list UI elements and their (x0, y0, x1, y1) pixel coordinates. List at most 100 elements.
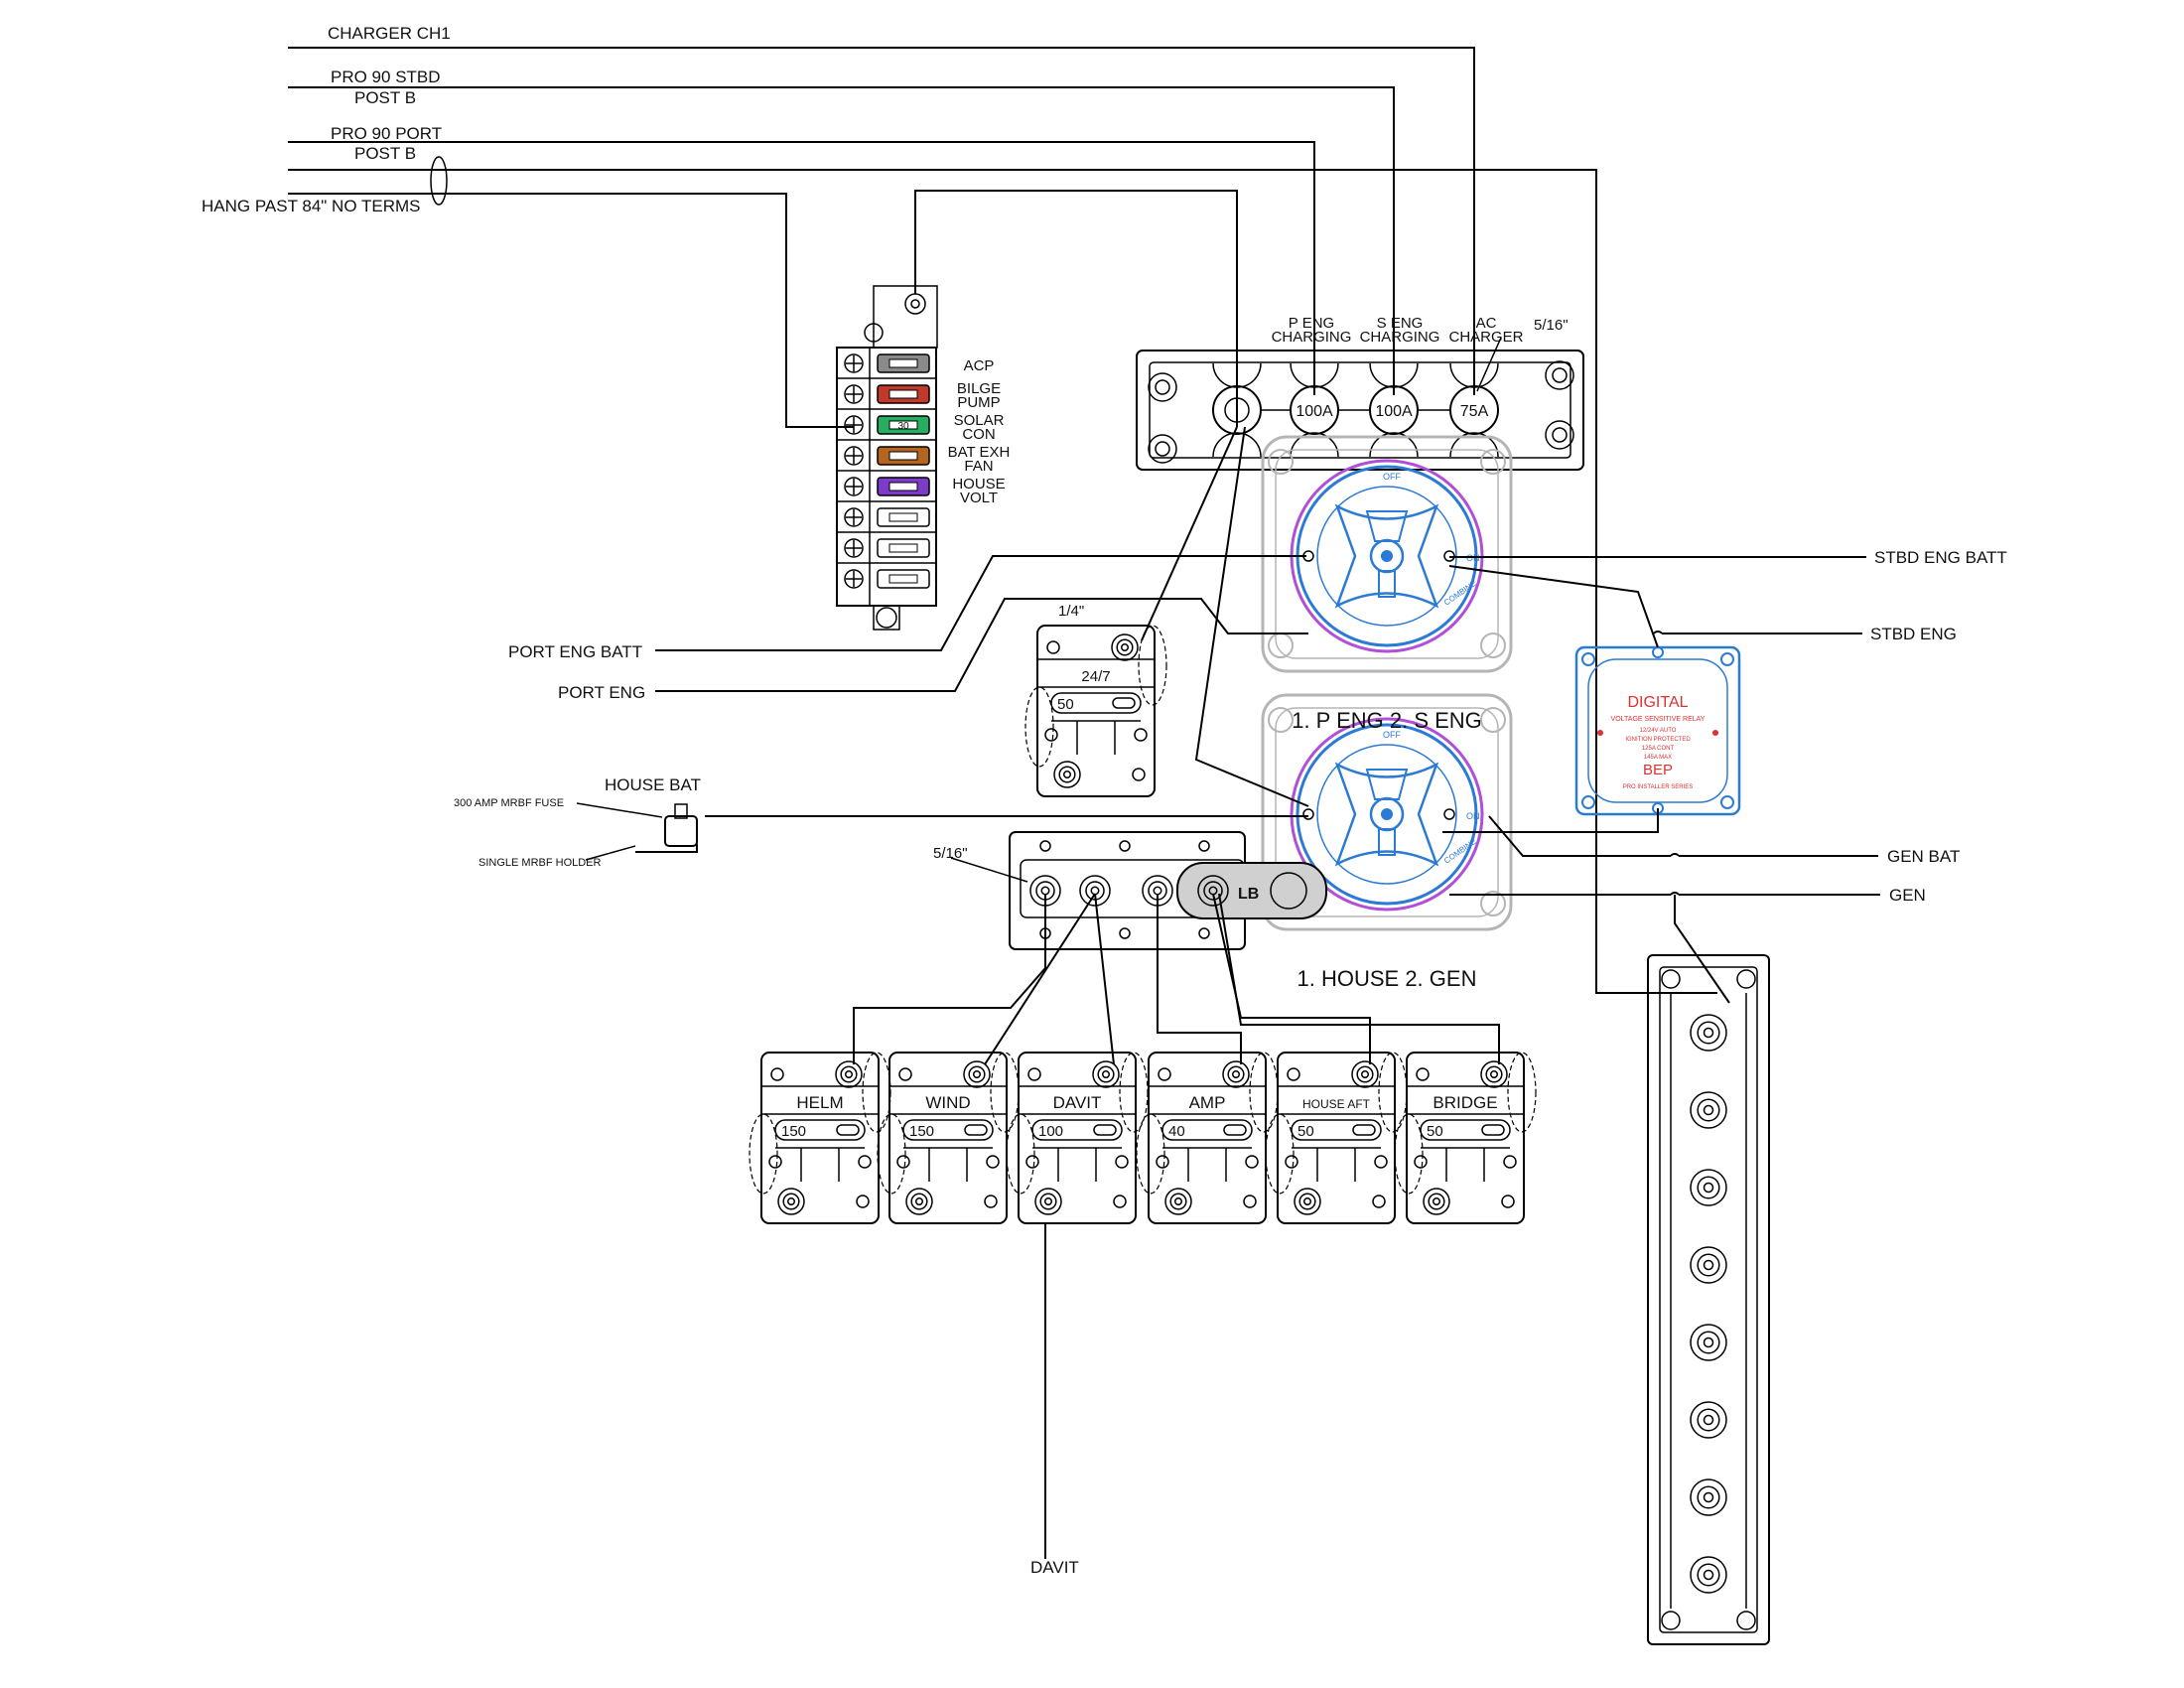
fuse-slot[interactable] (844, 569, 930, 589)
switch-off-label: OFF (1383, 472, 1401, 482)
bolt-stud-icon (1053, 761, 1081, 788)
breaker-house-aft[interactable]: HOUSE AFT 50 (1265, 1052, 1408, 1224)
fuse-label-batexh-2: FAN (964, 458, 993, 475)
screw-icon (844, 353, 864, 373)
wire-label-port-eng-batt: PORT ENG BATT (508, 642, 642, 661)
breaker-label: BRIDGE (1433, 1093, 1497, 1112)
breaker-lever[interactable] (1161, 1119, 1253, 1141)
breaker-label: HOUSE AFT (1302, 1097, 1371, 1111)
wire-label-port-eng: PORT ENG (558, 683, 645, 702)
switch-caption-top: 1. P ENG 2. S ENG (1292, 708, 1482, 733)
screw-icon (844, 446, 864, 466)
breaker-rating: 50 (1297, 1123, 1314, 1140)
fuse-value: 30 (897, 421, 909, 432)
negative-busbar (1647, 954, 1770, 1645)
wire-pro90-stbd (288, 86, 1395, 395)
panel-fuse-slot[interactable]: 100A (1369, 362, 1450, 458)
breaker-lever[interactable] (902, 1119, 994, 1141)
connecting-wires: PORT ENG BATT PORT ENG STBD ENG BATT STB… (508, 426, 2007, 1004)
panel-fuse-slot[interactable]: 100A (1290, 362, 1370, 458)
neg-busbar-studs (1690, 1014, 1727, 1594)
feed-bridge (1218, 893, 1500, 1064)
switch-knob[interactable] (1334, 503, 1439, 609)
wire-panel-to-247 (1141, 426, 1238, 641)
wire-switch-to-relay (1448, 565, 1659, 648)
panel-header-peng: P ENG (1289, 315, 1334, 332)
wire-label-pro90-stbd: PRO 90 STBD (331, 68, 441, 86)
breaker-lever[interactable] (1291, 1119, 1382, 1141)
fuse-label-acp: ACP (964, 357, 995, 374)
panel-header-peng-2: CHARGING (1272, 329, 1352, 346)
screw-icon (1148, 372, 1177, 402)
fuse-slot[interactable] (837, 446, 936, 472)
screw-icon (1268, 707, 1294, 733)
fuse-label-bilge: BILGE (957, 380, 1001, 397)
bolt-stud-icon (1111, 633, 1139, 661)
switch-on-label: ON (1466, 811, 1480, 821)
fuse-slot[interactable] (837, 507, 936, 533)
bolt-stud-icon (1423, 1188, 1450, 1215)
breaker-lever[interactable] (1420, 1119, 1511, 1141)
screw-icon (1119, 840, 1131, 852)
screw-icon (1132, 768, 1146, 781)
panel-fuse-slot[interactable]: 75A (1449, 362, 1499, 458)
mrbf-holder-base (635, 844, 698, 853)
wire-panel-to-house-switch (1194, 426, 1309, 807)
bolt-stud-icon (905, 1188, 933, 1215)
wire-gen-to-neg (1674, 895, 1730, 1004)
bolt-stud-icon (1690, 1401, 1727, 1439)
screw-icon (1148, 434, 1177, 464)
feed-wind (984, 893, 1096, 1065)
breaker-body (1018, 1052, 1137, 1224)
breaker-label: WIND (925, 1093, 970, 1112)
breaker-lever[interactable] (1050, 692, 1142, 714)
screw-icon (1416, 1067, 1430, 1081)
breaker-24-7-unit[interactable]: 24/750 (1024, 625, 1167, 797)
fuse-slot[interactable] (837, 384, 936, 410)
screw-icon (1480, 633, 1506, 658)
wire-gen (1449, 892, 1880, 896)
fuse-slot[interactable]: 30 (837, 415, 936, 441)
screw-icon (1119, 927, 1131, 939)
panel-header-ac: AC (1476, 315, 1497, 332)
fuse-label-solar-2: CON (962, 426, 995, 443)
wire-label-charger-ch1: CHARGER CH1 (328, 24, 451, 43)
panel-fuse-rating: 100A (1375, 403, 1413, 420)
screw-icon (1287, 1067, 1300, 1081)
fuse-slot[interactable] (837, 353, 936, 379)
switch-dial[interactable] (1296, 723, 1478, 906)
bolt-stud-icon (1092, 1060, 1120, 1088)
screw-icon (1545, 420, 1574, 450)
fuse-label-bilge-2: PUMP (957, 394, 1000, 411)
feed-davit (1094, 893, 1115, 1065)
bolt-stud-icon (1351, 1060, 1379, 1088)
breaker-lever[interactable] (774, 1119, 866, 1141)
switch-knob[interactable] (1334, 762, 1439, 867)
screw-icon (1372, 1195, 1386, 1208)
bolt-stud-icon (1690, 1556, 1727, 1594)
breaker-rating: 40 (1168, 1123, 1185, 1140)
breaker-lever[interactable] (1031, 1119, 1123, 1141)
wire-label-pro90-stbd-post: POST B (354, 88, 416, 107)
neg-busbar-body (1647, 954, 1770, 1645)
panel-fuses: 100A 100A 75A (1212, 362, 1499, 458)
wire-label-gen: GEN (1889, 886, 1926, 905)
busbar-size-note: 5/16" (933, 845, 968, 862)
fuse-slot[interactable] (837, 538, 936, 564)
bolt-stud-icon (1690, 1478, 1727, 1516)
switch-bezel (1290, 717, 1484, 912)
screw-icon (1480, 891, 1506, 916)
breaker-24-7: 24/750 (1024, 625, 1167, 797)
bolt-stud-icon (1690, 1169, 1727, 1206)
screw-icon (844, 384, 864, 404)
bolt-stud-icon (835, 1060, 863, 1088)
breaker-rating: 150 (781, 1123, 806, 1140)
panel-fuse-slot[interactable] (1212, 362, 1291, 458)
voltage-sensitive-relay: DIGITAL VOLTAGE SENSITIVE RELAY 12/24V A… (1574, 645, 1741, 816)
fuse-slot[interactable] (837, 477, 936, 502)
